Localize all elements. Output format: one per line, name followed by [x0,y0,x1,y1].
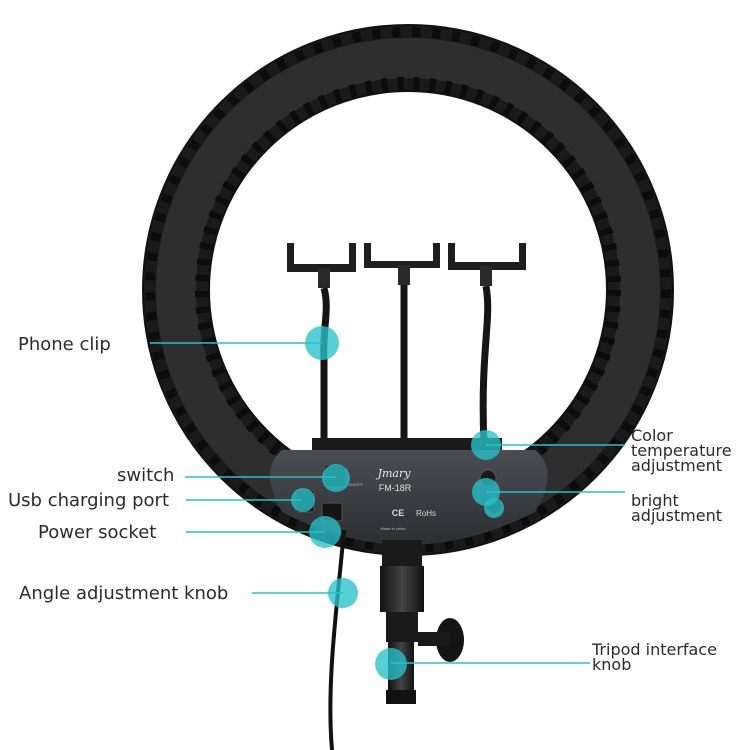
marker-tripod [375,648,407,680]
callout-usb-port: Usb charging port [8,490,169,511]
callout-angle-knob: Angle adjustment knob [19,583,229,604]
marker-phone-clip [305,326,339,360]
callout-bright-line1: bright [631,491,679,510]
brand-label: Jmary [376,467,412,480]
phone-clip-left [287,243,356,445]
callout-markers [291,326,504,680]
callout-bright-line2: adjustment [631,506,722,525]
callout-color-line1: Color [631,426,673,445]
power-cable [328,529,346,750]
mount-bracket [328,529,464,750]
marker-angle-knob [328,578,358,608]
marker-power-socket [309,516,341,548]
switch-text: ON/OFF [348,482,364,487]
marker-usb [291,488,315,512]
marker-color-temperature [471,430,501,460]
callout-phone-clip: Phone clip [18,334,111,355]
rohs-mark: RoHs [416,509,436,518]
callout-tripod-line2: knob [592,655,632,674]
phone-clips [287,243,526,450]
callout-color-line2: temperature [631,441,732,460]
callout-bright: bright adjustment [631,491,722,525]
callout-tripod-knob: Tripod interface knob [592,640,717,674]
callout-color-line3: adjustment [631,456,722,475]
phone-clip-right [448,243,526,446]
callout-color-temperature: Color temperature adjustment [631,426,732,475]
callout-switch: switch [117,465,175,486]
callout-power-socket: Power socket [38,522,157,543]
marker-bright-2 [484,498,504,518]
marker-switch [322,464,350,492]
model-label: FM-18R [379,483,412,493]
callout-tripod-line1: Tripod interface [592,640,717,659]
callout-lines [150,342,625,664]
phone-clip-center [364,243,440,445]
made-in-label: Made in china [381,526,407,531]
ce-mark: CE [392,508,405,518]
